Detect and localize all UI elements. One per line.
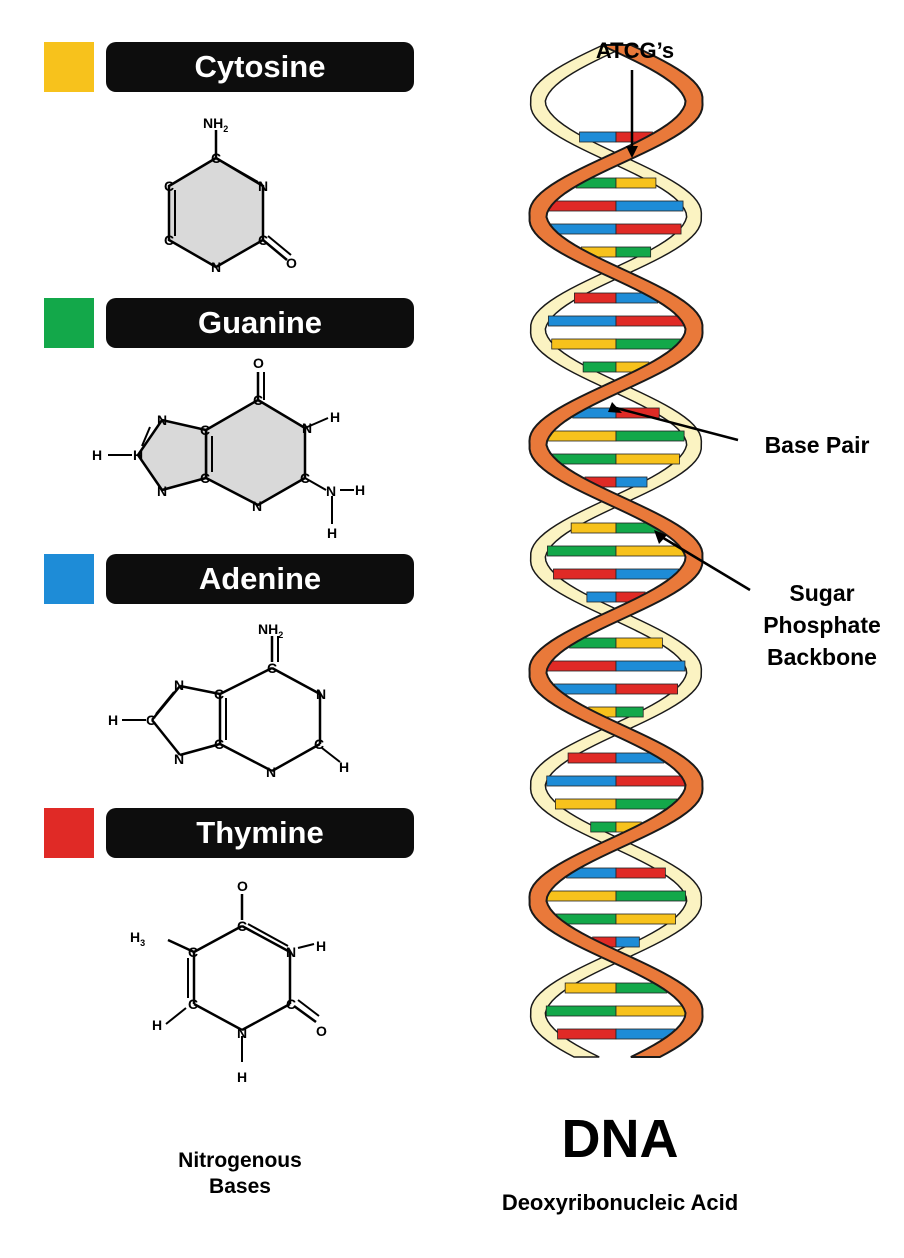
base-pair-segment — [564, 982, 617, 994]
base-pair-segment — [615, 200, 684, 212]
base-pair-segment — [546, 775, 617, 787]
backbone-label-line2: Phosphate — [763, 612, 881, 638]
base-pair-segment — [615, 430, 685, 442]
sugar-phosphate-backbone-front — [528, 44, 704, 1058]
base-pair-segment — [582, 361, 617, 373]
base-pair-segment — [615, 706, 644, 718]
base-pair-segment — [615, 177, 657, 189]
base-pair-segment — [552, 453, 617, 465]
base-pair-segment — [615, 476, 648, 488]
dna-subtitle: Deoxyribonucleic Acid — [501, 1190, 739, 1215]
base-pair-segment — [615, 568, 679, 580]
base-pair-segment — [590, 821, 617, 833]
base-pair-segment — [615, 867, 666, 879]
base-pair-segment — [615, 338, 681, 350]
nitrogenous-caption-line1: Nitrogenous — [178, 1149, 302, 1172]
base-pair-segment — [615, 545, 685, 557]
base-pair-segment — [547, 315, 617, 327]
base-pair-segment — [615, 223, 682, 235]
base-pair-segment — [615, 660, 686, 672]
base-pair-segment — [615, 913, 676, 925]
adenine-label: Adenine — [106, 554, 414, 604]
adenine-swatch — [44, 554, 94, 604]
base-pair-segment — [615, 246, 652, 258]
base-pair-segment — [550, 223, 617, 235]
base-pair-segment — [615, 453, 680, 465]
nitrogenous-bases-caption: Nitrogenous Bases — [150, 1148, 330, 1200]
thymine-label: Thymine — [106, 808, 414, 858]
base-pair-segment — [615, 775, 686, 787]
base-pair-segment — [615, 315, 685, 327]
base-pair-segment — [548, 200, 617, 212]
base-pair-label: Base Pair — [764, 432, 870, 458]
base-pair-segment — [557, 1028, 617, 1040]
base-pair-segment — [545, 1005, 617, 1017]
base-pair-segment — [579, 131, 617, 143]
base-pair-segment — [570, 522, 617, 534]
base-pair-segment — [615, 1005, 687, 1017]
base-pair-segment — [615, 936, 640, 948]
base-pair-segment — [567, 752, 617, 764]
helix-inner-ribbon — [529, 44, 703, 1058]
base-pair-segment — [547, 545, 617, 557]
base-pair-segment — [574, 292, 617, 304]
backbone-label-line3: Backbone — [767, 644, 877, 670]
base-pair-segment — [553, 568, 617, 580]
base-pair-segment — [615, 683, 678, 695]
base-pair-segment — [555, 798, 617, 810]
base-pair-segment — [615, 637, 663, 649]
front-strand — [528, 44, 704, 1058]
guanine-label: Guanine — [106, 298, 414, 348]
nitrogenous-caption-line2: Bases — [209, 1175, 271, 1198]
cytosine-swatch — [44, 42, 94, 92]
annotation-arrows — [608, 70, 751, 592]
base-pair-segment — [615, 890, 686, 902]
base-pair-segment — [547, 430, 617, 442]
guanine-swatch — [44, 298, 94, 348]
atcg-label: ATCG’s — [595, 38, 675, 63]
backbone-label-line1: Sugar — [789, 580, 855, 606]
base-pair-segment — [546, 660, 617, 672]
base-pair-segment — [546, 890, 617, 902]
base-pair-segment — [551, 338, 617, 350]
back-strand — [529, 44, 703, 1058]
thymine-swatch — [44, 808, 94, 858]
cytosine-label: Cytosine — [106, 42, 414, 92]
base-pair-segment — [586, 591, 617, 603]
dna-title: DNA — [561, 1109, 679, 1169]
